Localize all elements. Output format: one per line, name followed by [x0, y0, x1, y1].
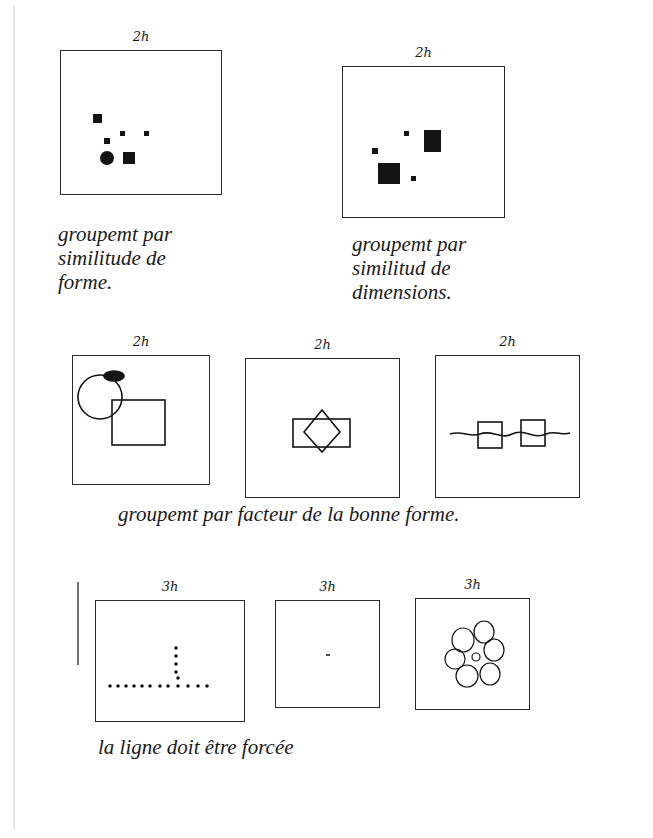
- time-note: 2h: [343, 45, 504, 60]
- dot-line: [108, 646, 209, 688]
- sketch-frame: 3h: [275, 600, 380, 708]
- handwritten-caption: groupemt par similitude de forme.: [58, 222, 208, 294]
- circle-ring: [445, 621, 504, 687]
- sketch-frame: 3h: [415, 598, 530, 710]
- sketch-frame: 3h: [95, 600, 245, 722]
- time-note: 3h: [96, 579, 244, 594]
- shape-group: [93, 114, 149, 165]
- handwritten-caption: groupemt par similitud de dimensions.: [352, 232, 532, 304]
- sketch-frame: 2h: [342, 66, 505, 218]
- time-note: 3h: [416, 577, 529, 592]
- sketch-frame: 2h: [245, 358, 400, 498]
- page-edge: [14, 5, 15, 830]
- wave-squares: [450, 420, 570, 448]
- sketch-frame: 2h: [72, 355, 210, 485]
- diamond-in-rect: [293, 410, 350, 452]
- size-group: [372, 130, 441, 184]
- sketch-frame: 2h: [60, 50, 222, 195]
- handwritten-caption: groupemt par facteur de la bonne forme.: [118, 502, 618, 526]
- time-note: 2h: [246, 337, 399, 352]
- overlap-shapes: [78, 371, 165, 445]
- stray-stroke: [77, 582, 78, 665]
- time-note: 2h: [61, 29, 221, 44]
- sketch-frame: 2h: [435, 355, 580, 498]
- handwritten-caption: la ligne doit être forcée: [98, 735, 498, 759]
- time-note: 2h: [73, 334, 209, 349]
- lone-dash: [326, 654, 330, 656]
- time-note: 2h: [436, 334, 579, 349]
- time-note: 3h: [276, 579, 379, 594]
